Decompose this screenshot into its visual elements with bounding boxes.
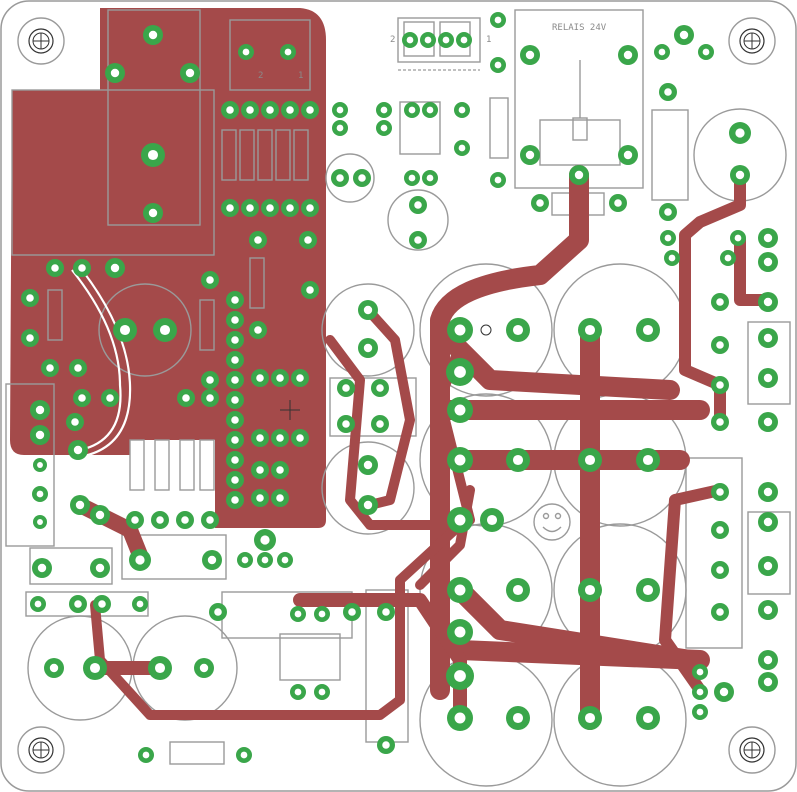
relay-label: RELAIS 24V xyxy=(552,23,607,33)
connector-pin-2-label: 2 xyxy=(390,35,395,45)
regulator-outline xyxy=(229,19,311,91)
mounting-hole-bottom-right xyxy=(728,726,776,774)
bridge-outline xyxy=(107,9,201,226)
power-traces xyxy=(72,165,774,730)
transformer-outline xyxy=(11,89,215,256)
mounting-hole-top-right xyxy=(728,17,776,65)
mounting-hole-bottom-left xyxy=(17,726,65,774)
resistor-array xyxy=(47,129,309,491)
pads xyxy=(21,12,778,763)
regulator-pin-2-label: 2 xyxy=(258,71,263,81)
connector-pin-1-label: 1 xyxy=(486,35,491,45)
smiley-logo xyxy=(533,503,571,541)
mounting-hole-top-left xyxy=(17,17,65,65)
regulator-pin-1-label: 1 xyxy=(298,71,303,81)
